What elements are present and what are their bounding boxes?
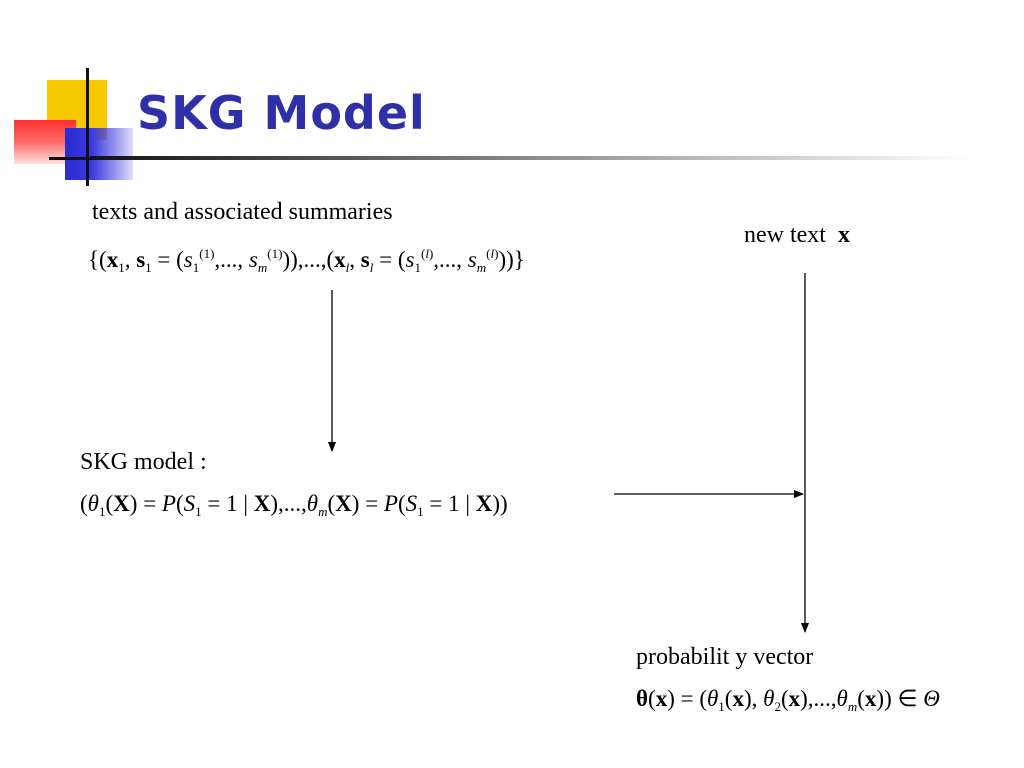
- new-text-label: new text x: [744, 222, 850, 249]
- title-underline: [90, 156, 970, 160]
- training-label: texts and associated summaries: [92, 199, 393, 225]
- output-label: probabilit y vector: [636, 644, 814, 670]
- logo-square-blue: [65, 128, 133, 180]
- new-text-word: new text: [744, 222, 826, 248]
- logo-vertical-line: [86, 68, 89, 186]
- training-formula: {(x1, s1 = (s1(1),..., sm(1))),...,(xl, …: [88, 246, 525, 275]
- model-formula: (θ1(X) = P(S1 = 1 | X),...,θm(X) = P(S1 …: [80, 491, 508, 519]
- new-text-variable: x: [837, 222, 850, 248]
- output-formula: θ(x) = (θ1(x), θ2(x),...,θm(x)) ∈ Θ: [636, 686, 940, 714]
- slide-title: SKG Model: [137, 86, 426, 140]
- logo-horizontal-line: [49, 157, 109, 160]
- model-label: SKG model :: [80, 449, 207, 475]
